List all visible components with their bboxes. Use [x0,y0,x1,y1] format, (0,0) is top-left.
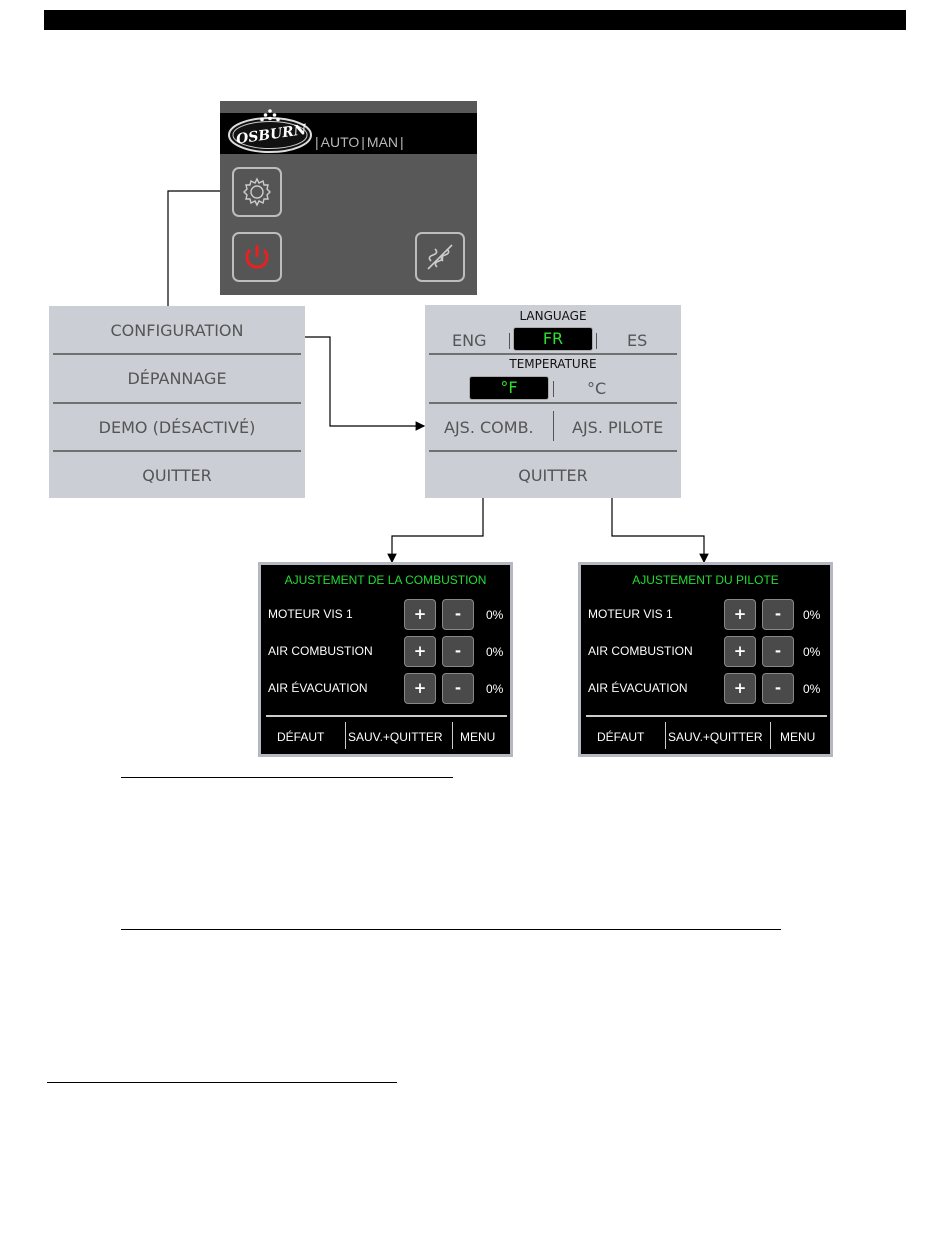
increase-button[interactable]: + [724,636,756,667]
connector-gear-to-menu [167,190,232,310]
separator [665,722,666,749]
separator [770,722,771,749]
row-value: 0% [803,682,821,696]
row-value: 0% [486,682,504,696]
save-quit-button[interactable]: SAUV.+QUITTER [668,730,763,744]
separator [553,381,554,397]
auger-button[interactable] [415,232,465,282]
power-icon [245,245,269,269]
increase-button[interactable]: + [724,599,756,630]
lang-option-fr[interactable]: FR [513,327,593,351]
connector-config-to-settings [297,336,426,431]
settings-button[interactable] [232,167,282,217]
decrease-button[interactable]: - [762,599,794,630]
row-value: 0% [803,645,821,659]
row-label: MOTEUR VIS 1 [588,607,673,621]
footer-divider [586,715,827,717]
combustion-adjust-button[interactable]: AJS. COMB. [444,418,534,437]
decrease-button[interactable]: - [442,636,474,667]
save-quit-button[interactable]: SAUV.+QUITTER [348,730,443,744]
row-label: AIR ÉVACUATION [588,681,688,695]
menu-item-quitter[interactable]: QUITTER [142,466,212,485]
menu-item-configuration[interactable]: CONFIGURATION [110,321,244,340]
temperature-label: TEMPERATURE [509,357,597,371]
increase-button[interactable]: + [404,599,436,630]
default-button[interactable]: DÉFAUT [597,730,645,744]
decrease-button[interactable]: - [762,673,794,704]
menu-divider [53,353,301,355]
heading-underline [47,1082,397,1083]
row-label: AIR COMBUSTION [588,644,693,658]
gear-icon [243,177,271,207]
heading-underline [121,929,781,930]
row-label: AIR ÉVACUATION [268,681,368,695]
mode-selector: |AUTO|MAN| [315,134,404,150]
separator [509,333,510,349]
menu-divider [429,450,677,452]
lang-option-eng[interactable]: ENG [452,331,487,350]
header-bar [44,10,906,30]
pilot-panel: AJUSTEMENT DU PILOTE MOTEUR VIS 1 + - 0%… [578,562,833,757]
menu-divider [53,450,301,452]
settings-quit-button[interactable]: QUITTER [518,466,588,485]
increase-button[interactable]: + [404,636,436,667]
decrease-button[interactable]: - [762,636,794,667]
pilot-adjust-button[interactable]: AJS. PILOTE [572,418,664,437]
auger-icon [427,244,453,270]
menu-divider [53,402,301,404]
separator [596,333,597,349]
power-button[interactable] [232,232,282,282]
mode-man[interactable]: MAN [366,134,399,150]
settings-menu: LANGUAGE ENG FR ES TEMPERATURE °F °C AJS… [425,305,681,498]
row-value: 0% [486,645,504,659]
menu-divider [429,402,677,404]
menu-button[interactable]: MENU [460,730,496,744]
menu-item-depannage[interactable]: DÉPANNAGE [127,369,227,388]
temp-option-c[interactable]: °C [587,379,607,398]
row-value: 0% [486,608,504,622]
row-label: AIR COMBUSTION [268,644,373,658]
default-button[interactable]: DÉFAUT [277,730,325,744]
menu-divider [429,353,677,355]
separator [553,411,554,441]
mode-auto[interactable]: AUTO [320,134,360,150]
increase-button[interactable]: + [404,673,436,704]
language-label: LANGUAGE [519,309,587,323]
row-label: MOTEUR VIS 1 [268,607,353,621]
osburn-logo: OSBURN [227,107,313,153]
main-menu: CONFIGURATION DÉPANNAGE DEMO (DÉSACTIVÉ)… [49,306,305,498]
temp-option-f[interactable]: °F [469,376,549,400]
decrease-button[interactable]: - [442,599,474,630]
flame-icon [260,109,280,122]
decrease-button[interactable]: - [442,673,474,704]
separator [345,722,346,749]
panel-title: AJUSTEMENT DE LA COMBUSTION [284,573,487,587]
heading-underline [121,777,453,778]
menu-item-demo[interactable]: DEMO (DÉSACTIVÉ) [98,418,256,437]
lang-option-es[interactable]: ES [627,331,648,350]
footer-divider [266,715,507,717]
home-screen: OSBURN |AUTO|MAN| [220,101,477,295]
separator [452,722,453,749]
panel-title: AJUSTEMENT DU PILOTE [632,573,779,587]
increase-button[interactable]: + [724,673,756,704]
menu-button[interactable]: MENU [780,730,816,744]
combustion-panel: AJUSTEMENT DE LA COMBUSTION MOTEUR VIS 1… [258,562,513,757]
row-value: 0% [803,608,821,622]
